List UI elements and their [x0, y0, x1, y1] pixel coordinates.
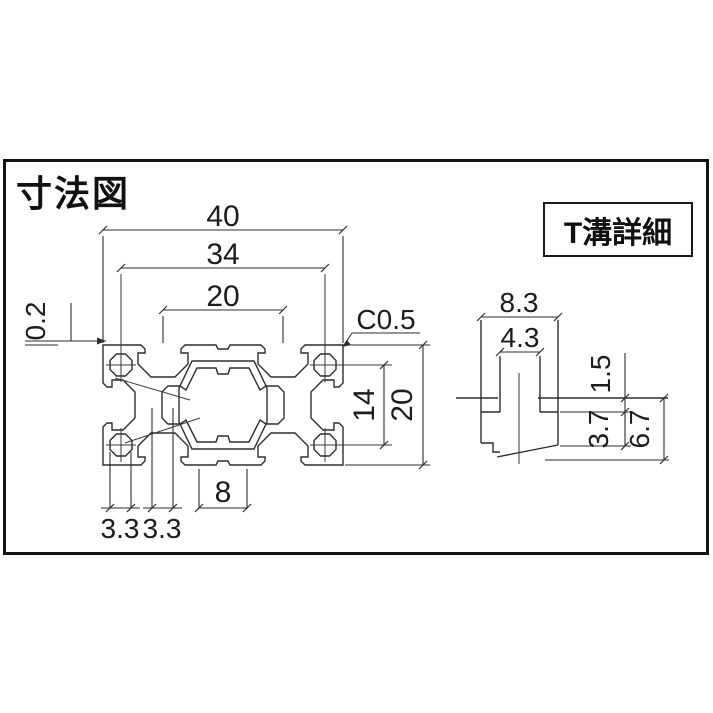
dim-3-3-b-label: 3.3: [143, 513, 182, 544]
dim-3-3-b: 3.3: [143, 408, 182, 544]
dim-8: 8: [194, 469, 252, 513]
corner-hole-bottom-left: [109, 433, 133, 457]
dim-8-label: 8: [215, 476, 232, 509]
detail-view: 8.3 4.3 1.5 3.7: [456, 287, 669, 465]
corner-hole-bottom-right: [313, 433, 337, 457]
t-slot-detail-label: T溝詳細: [563, 216, 673, 250]
dim-6-7-label: 6.7: [624, 410, 655, 449]
wall-reference-diagonal: [114, 377, 191, 401]
dim-6-7: 6.7: [545, 393, 669, 465]
dim-4-3-label: 4.3: [501, 322, 540, 353]
detail-bottom-diagonal: [496, 444, 559, 458]
detail-bottom-break: [481, 442, 500, 453]
dim-c05-label: C0.5: [356, 304, 415, 335]
dim-4-3: 4.3: [495, 322, 545, 357]
dim-3-3-a: 3.3: [101, 452, 140, 544]
dim-20-right: 20: [345, 340, 430, 470]
dim-34: 34: [116, 238, 330, 273]
dim-0-2: 0.2: [20, 302, 106, 346]
dim-8-3-label: 8.3: [500, 287, 539, 318]
dim-20-right-label: 20: [386, 388, 419, 421]
dim-8-3: 8.3: [476, 287, 563, 322]
dim-1-5: 1.5: [585, 353, 630, 417]
center-hub-wall: [178, 360, 268, 450]
dim-40: 40: [98, 200, 348, 343]
corner-hole-top-right: [313, 353, 337, 377]
page-title: 寸法図: [16, 173, 131, 214]
dim-1-5-label: 1.5: [585, 355, 616, 394]
dim-14: 14: [348, 360, 389, 450]
dim-20-top-label: 20: [206, 280, 239, 313]
dim-c05: C0.5: [342, 304, 420, 347]
dim-14-label: 14: [348, 388, 381, 421]
main-view: 40 34 20 0.2: [20, 200, 430, 544]
corner-hole-top-left: [109, 353, 133, 377]
dim-0-2-label: 0.2: [20, 302, 51, 341]
dim-3-3-a-label: 3.3: [101, 513, 140, 544]
t-slot-detail-label-box: T溝詳細: [543, 202, 693, 257]
dim-3-7: 3.7: [560, 410, 631, 451]
profile-outline: [102, 344, 344, 466]
dim-40-label: 40: [206, 200, 239, 233]
wall-reference-diagonal: [124, 417, 201, 444]
dim-3-7-label: 3.7: [583, 410, 614, 449]
dim-20-top: 20: [158, 280, 288, 343]
dim-34-label: 34: [206, 238, 239, 271]
center-cavity: [161, 367, 285, 443]
